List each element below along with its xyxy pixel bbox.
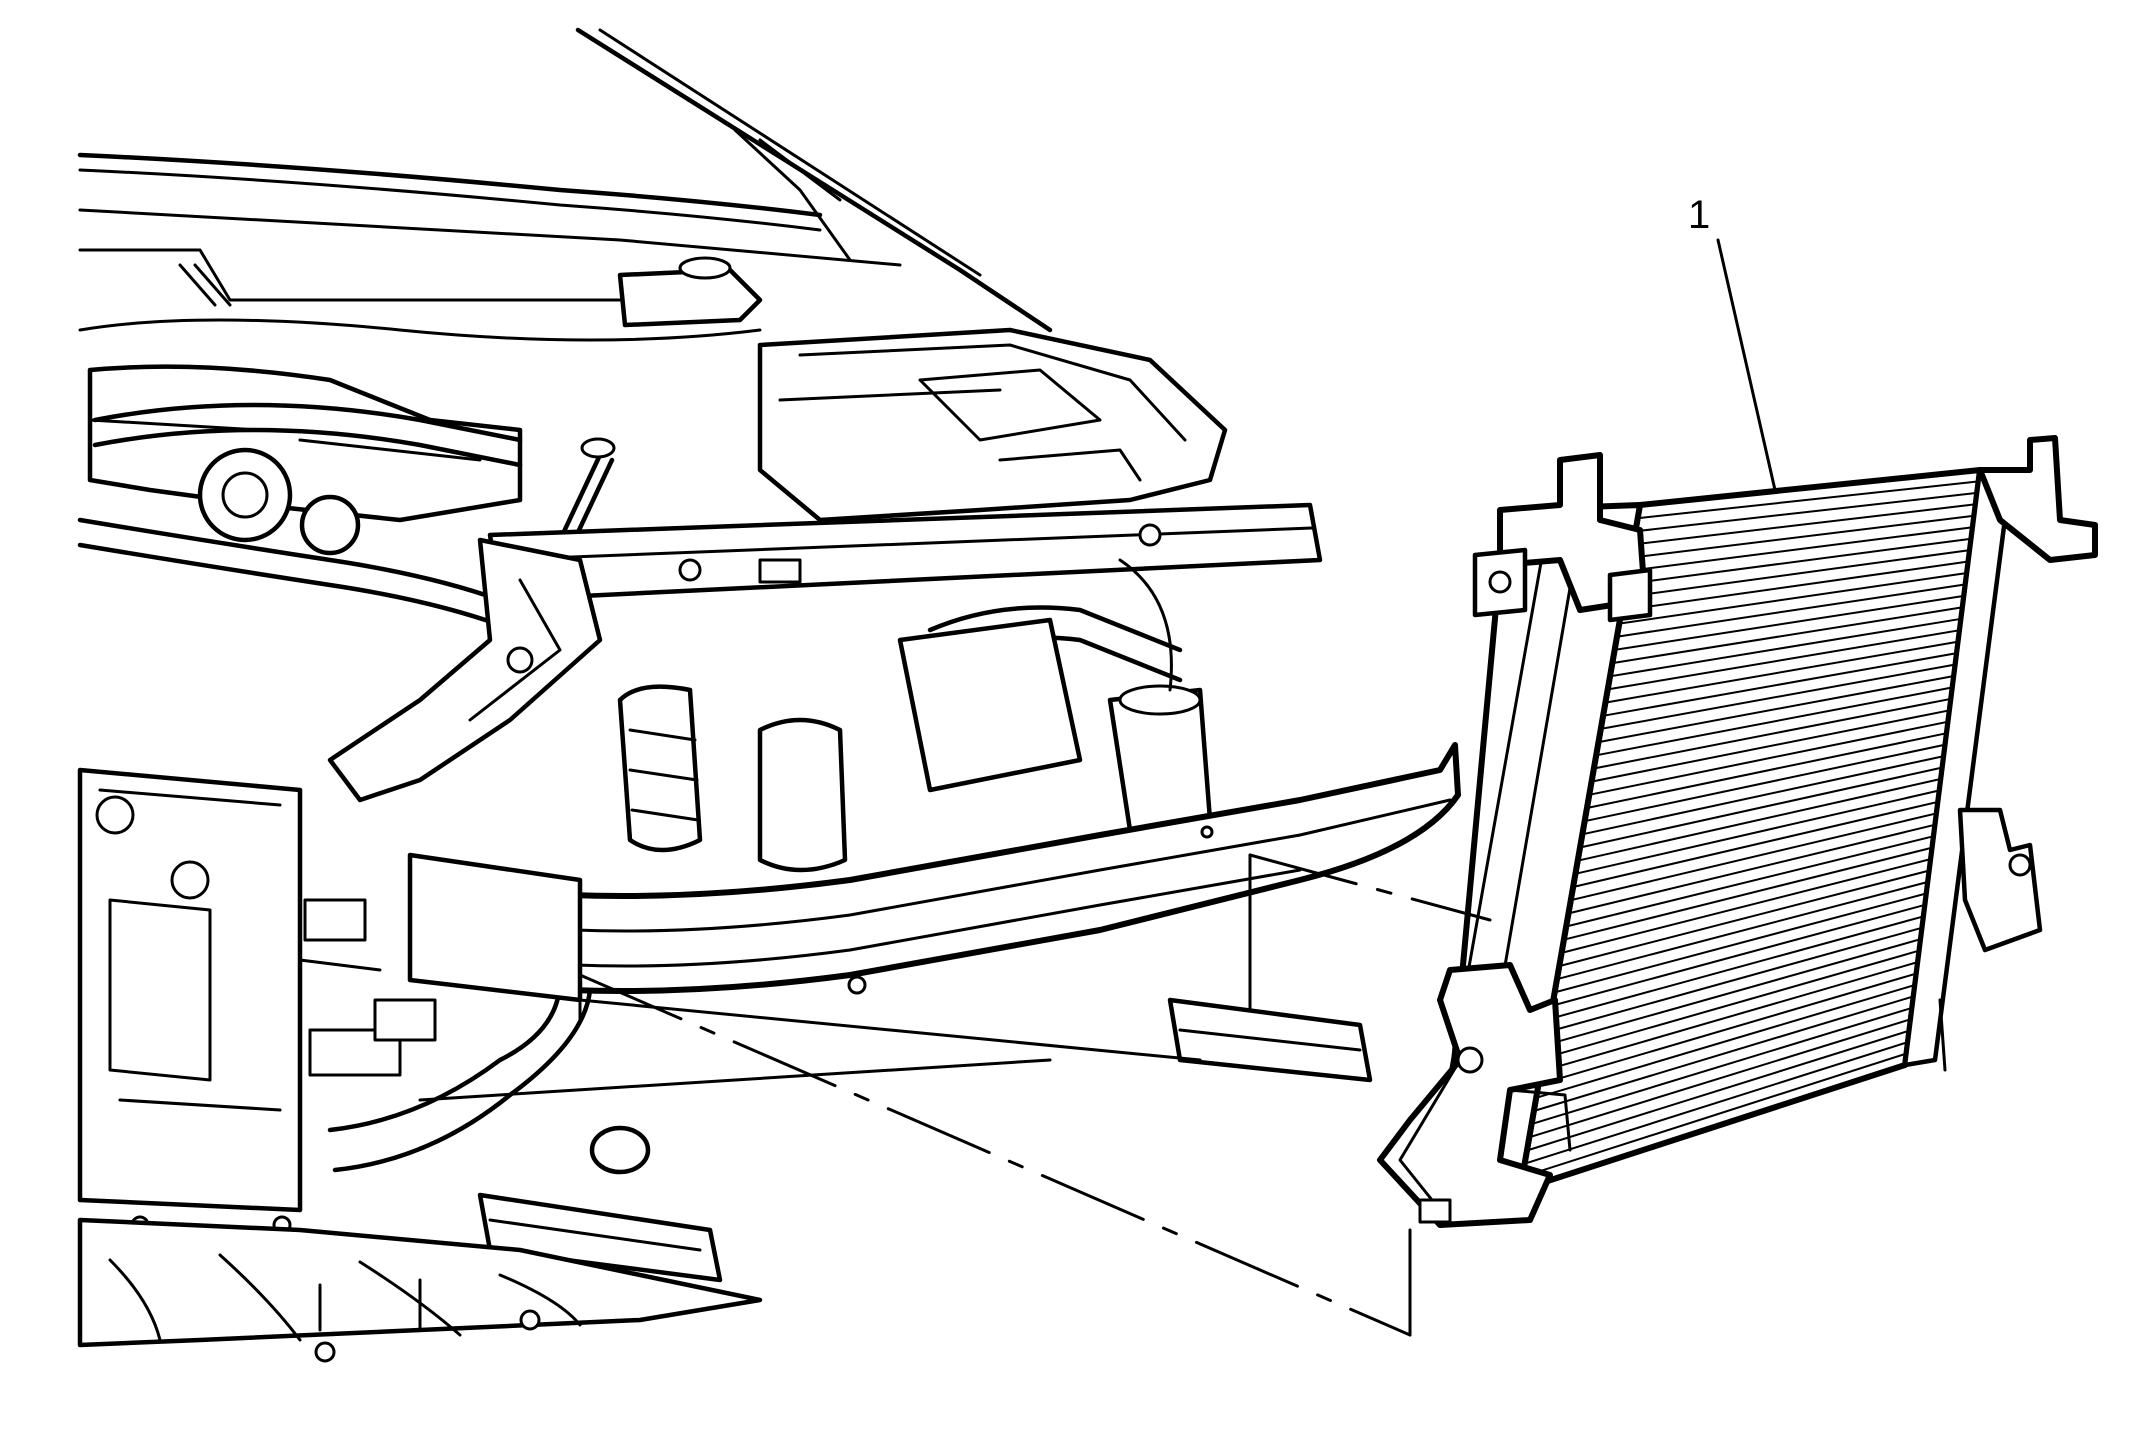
radiator-fin-line: [1579, 766, 1944, 849]
radiator-fin-line: [1544, 938, 1922, 1047]
lower-left-bracket: [1377, 962, 1563, 1228]
radiator-fin-line: [1562, 846, 1934, 941]
radiator-fin-line: [1542, 949, 1921, 1060]
radiator-fin-line: [1537, 972, 1918, 1086]
right-engine-components: [897, 558, 1213, 833]
radiator-fin-line: [1567, 823, 1937, 915]
radiator-fin-line: [1599, 663, 1957, 730]
radiator-fin-line: [1535, 983, 1917, 1099]
intake-manifold: [87, 364, 523, 556]
radiator-fin-line: [1606, 629, 1961, 691]
radiator-fin-line: [1634, 491, 1979, 533]
radiator-fin-line: [1528, 1018, 1912, 1139]
radiator-fin-line: [1553, 892, 1928, 994]
radiator-fin-line: [1613, 594, 1966, 651]
left-frame-bracket: [327, 537, 603, 803]
radiator-fin-line: [1549, 915, 1925, 1020]
radiator-fin-line: [1602, 652, 1958, 717]
radiator-fin-line: [1590, 709, 1951, 783]
bumper-impact-bar: [567, 742, 1461, 995]
radiator-fin-line: [1546, 926, 1924, 1033]
radiator-fin-line: [1583, 743, 1947, 823]
radiator-fin-line: [1558, 869, 1931, 968]
right-lower-mount: [1957, 807, 2043, 953]
cowl-panel: [77, 152, 902, 342]
radiator-fin-line: [1574, 789, 1941, 875]
radiator-fin-line: [1560, 858, 1932, 954]
radiator-fin-line: [1622, 549, 1971, 599]
radiator-fin-line: [1595, 686, 1954, 757]
radiator-fin-line: [1569, 812, 1938, 902]
radiator-fin-line: [1532, 995, 1915, 1112]
alignment-lines: [578, 853, 1947, 1337]
radiator-fin-line: [1625, 537, 1973, 585]
radiator-fin-line: [1539, 961, 1919, 1073]
catalytic-converter: [617, 684, 848, 873]
upper-tie-bar: [487, 502, 1323, 603]
radiator-fin-line: [1525, 1029, 1911, 1152]
upper-right-bracket: [1977, 435, 2098, 563]
radiator-fin-line: [1565, 835, 1935, 928]
wiring-connectors: [298, 898, 437, 1077]
left-radiator-support: [77, 767, 303, 1235]
radiator-fin-line: [1588, 720, 1950, 796]
radiator-fin-line: [1618, 572, 1968, 625]
radiator-fin-line: [1609, 617, 1963, 678]
callout-label: 1: [1688, 193, 1710, 237]
radiator-fin-line: [1604, 640, 1960, 704]
radiator-fin-line: [1555, 880, 1930, 981]
radiator-fin-line: [1615, 583, 1967, 638]
radiator-fin-line: [1636, 480, 1980, 520]
radiator-fin-line: [1632, 503, 1977, 546]
radiator-fin-line: [1592, 697, 1953, 770]
radiator-fin-line: [1620, 560, 1970, 612]
vehicle-front-end: [77, 27, 1461, 1363]
radiator-fin-line: [1572, 800, 1940, 888]
radiator-fin-line: [1530, 1006, 1914, 1126]
radiator-fin-line: [1551, 903, 1927, 1007]
callout-leader-line: [1716, 238, 1777, 492]
upper-left-bracket: [1497, 452, 1648, 613]
radiator: [1377, 435, 2098, 1228]
radiator-fins: [1521, 480, 1980, 1178]
lower-crossmember: [407, 852, 1373, 1283]
radiator-fin-line: [1627, 526, 1974, 572]
radiator-fin-line: [1585, 732, 1948, 809]
coolant-reservoir: [617, 256, 763, 328]
engine-cover: [757, 327, 1228, 523]
lower-splash-shield: [77, 1217, 763, 1363]
radiator-fin-line: [1521, 1052, 1908, 1178]
radiator-fin-line: [1629, 514, 1976, 559]
radiator-fin-line: [1611, 606, 1964, 665]
radiator-fin-line: [1576, 777, 1943, 862]
radiator-fin-line: [1523, 1041, 1909, 1165]
radiator-fin-line: [1581, 755, 1945, 836]
hood: [575, 27, 1053, 333]
callout-1: 1: [1688, 193, 1777, 492]
radiator-fin-line: [1597, 675, 1955, 744]
